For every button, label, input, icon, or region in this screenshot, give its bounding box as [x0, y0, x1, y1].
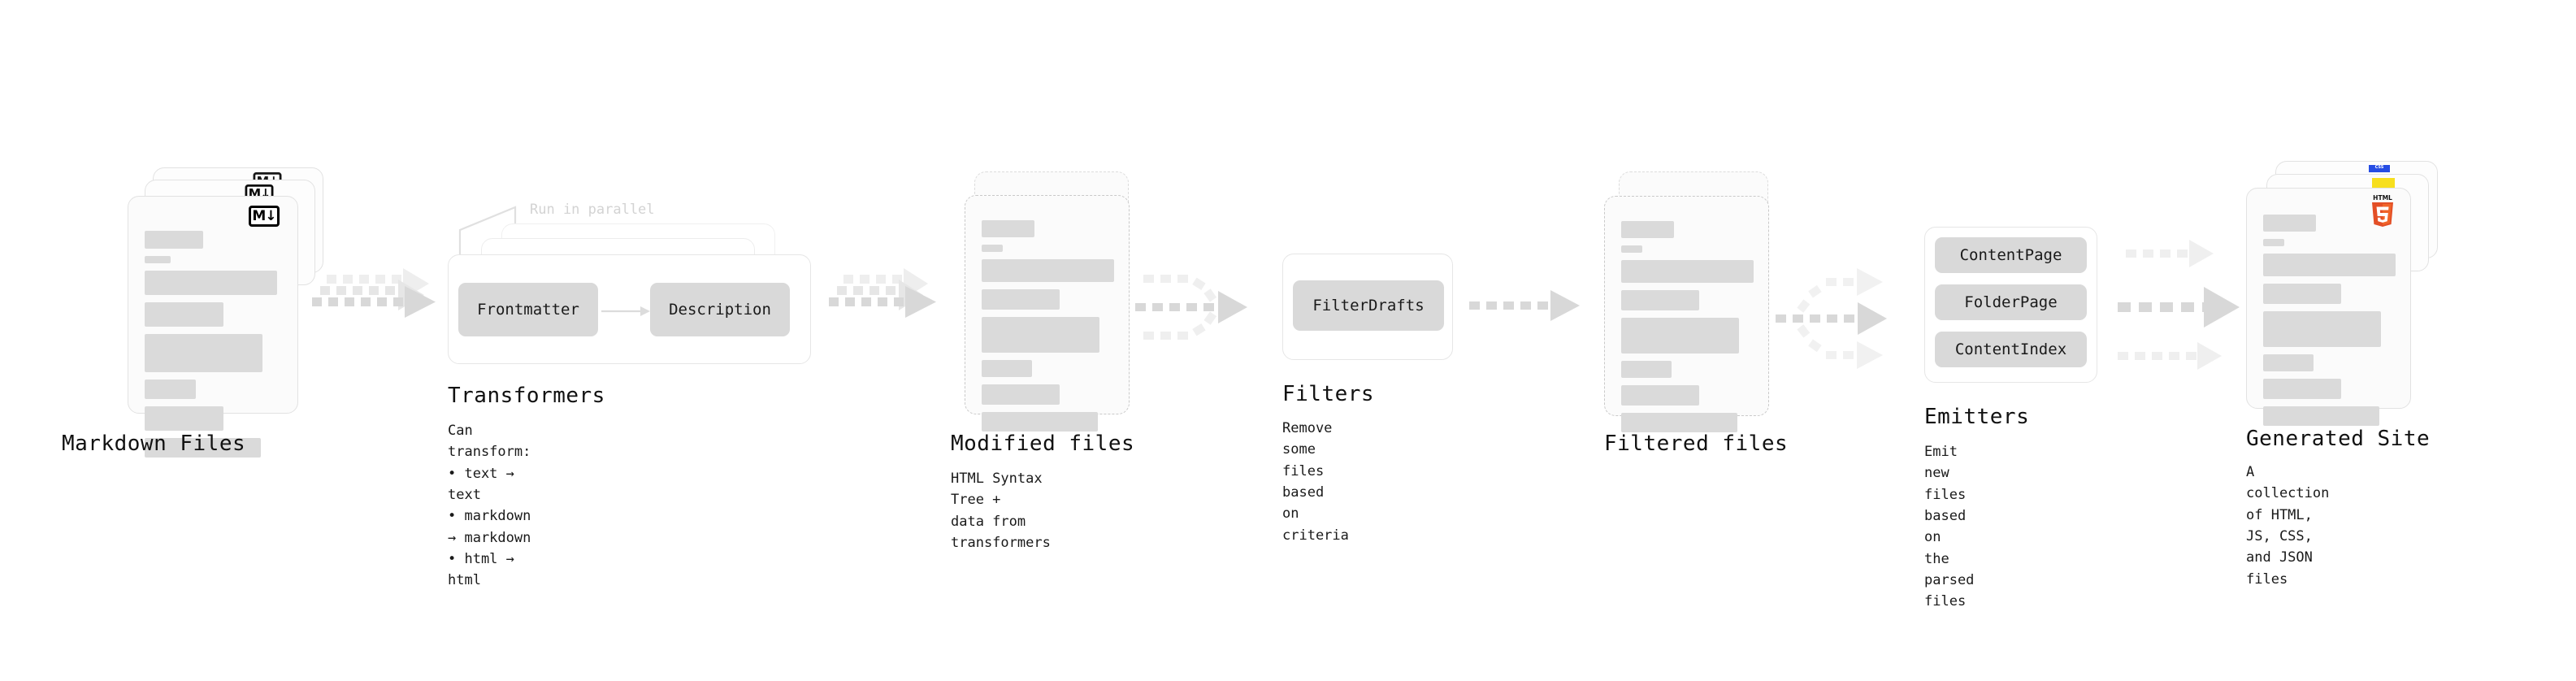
transformers-title: Transformers	[448, 384, 605, 408]
content-bar	[145, 334, 262, 372]
arrow-filtered-files-to-emitters	[1776, 252, 1930, 382]
content-bar	[2263, 379, 2341, 399]
arrow-markdown-to-transformers	[309, 267, 463, 348]
content-bar	[145, 406, 223, 431]
filtered-file-content	[1621, 221, 1754, 440]
run-in-parallel-bracket	[452, 197, 549, 254]
content-bar	[982, 317, 1099, 353]
markdown-file-content	[145, 231, 281, 465]
content-bar	[145, 302, 223, 327]
generated-site-subtitle: A collection of HTML, JS, CSS, and JSON …	[2246, 464, 2330, 588]
generated-file-content	[2263, 215, 2396, 433]
content-bar	[2263, 239, 2284, 246]
markdown-badge-icon: M↓	[249, 206, 280, 227]
run-in-parallel-label: Run in parallel	[530, 202, 655, 218]
content-bar	[1621, 318, 1739, 354]
emitters-subtitle: Emit new files based on the parsed files	[1924, 444, 1975, 610]
filters-title: Filters	[1282, 382, 1375, 406]
content-bar	[982, 259, 1114, 282]
emitters-pill-folderpage[interactable]: FolderPage	[1935, 284, 2087, 320]
content-bar	[1621, 245, 1642, 253]
content-bar	[2263, 311, 2381, 347]
arrow-transformers-to-modified-files	[826, 267, 972, 348]
emitters-pill-contentindex[interactable]: ContentIndex	[1935, 332, 2087, 367]
content-bar	[2263, 406, 2379, 426]
markdown-files-title: Markdown Files	[62, 432, 246, 456]
content-bar	[145, 256, 171, 263]
content-bar	[982, 289, 1060, 310]
content-bar	[2263, 354, 2314, 371]
content-bar	[2263, 254, 2396, 276]
markdown-file-card-front: M↓	[128, 196, 298, 458]
content-bar	[145, 380, 196, 399]
content-bar	[1621, 221, 1674, 238]
filtered-file-card-front	[1604, 196, 1769, 432]
generated-file-card-html: HTML	[2246, 188, 2411, 426]
transformer-front-arrow	[601, 303, 653, 319]
content-bar	[982, 245, 1003, 252]
content-bar	[1621, 260, 1754, 283]
content-bar	[1621, 290, 1699, 310]
filtered-files-title: Filtered files	[1604, 432, 1789, 456]
content-bar	[982, 384, 1060, 405]
emitters-title: Emitters	[1924, 405, 2030, 429]
content-bar	[1621, 413, 1737, 432]
content-bar	[1621, 385, 1699, 406]
transformers-subtitle: Can transform: • text → text • markdown …	[448, 423, 531, 589]
content-bar	[982, 220, 1034, 237]
modified-file-content	[982, 220, 1114, 439]
content-bar	[982, 360, 1032, 377]
content-bar	[145, 438, 261, 458]
arrow-modified-files-to-filters	[1132, 268, 1278, 358]
content-bar	[145, 271, 277, 295]
css3-icon: CSS	[2369, 165, 2390, 172]
modified-file-card-front	[965, 195, 1130, 432]
html5-icon: HTML	[2369, 192, 2396, 227]
generated-site-title: Generated Site	[2246, 427, 2431, 451]
content-bar	[145, 231, 203, 249]
content-bar	[2263, 284, 2341, 304]
emitters-pill-contentpage[interactable]: ContentPage	[1935, 237, 2087, 273]
arrow-filters-to-filtered-files	[1469, 288, 1591, 329]
content-bar	[1621, 361, 1672, 378]
arrow-emitters-to-generated-site	[2113, 230, 2259, 384]
filters-pill-filterdrafts[interactable]: FilterDrafts	[1293, 280, 1444, 331]
css3-icon-label: CSS	[2374, 165, 2384, 170]
transformer-pill-frontmatter[interactable]: Frontmatter	[458, 283, 598, 336]
svg-text:HTML: HTML	[2373, 194, 2392, 202]
modified-files-title: Modified files	[951, 432, 1135, 456]
content-bar	[2263, 215, 2316, 232]
modified-files-subtitle: HTML Syntax Tree + data from transformer…	[951, 471, 1051, 552]
transformer-pill-description[interactable]: Description	[650, 283, 790, 336]
content-bar	[982, 412, 1098, 432]
filters-subtitle: Remove some files based on criteria	[1282, 420, 1349, 544]
